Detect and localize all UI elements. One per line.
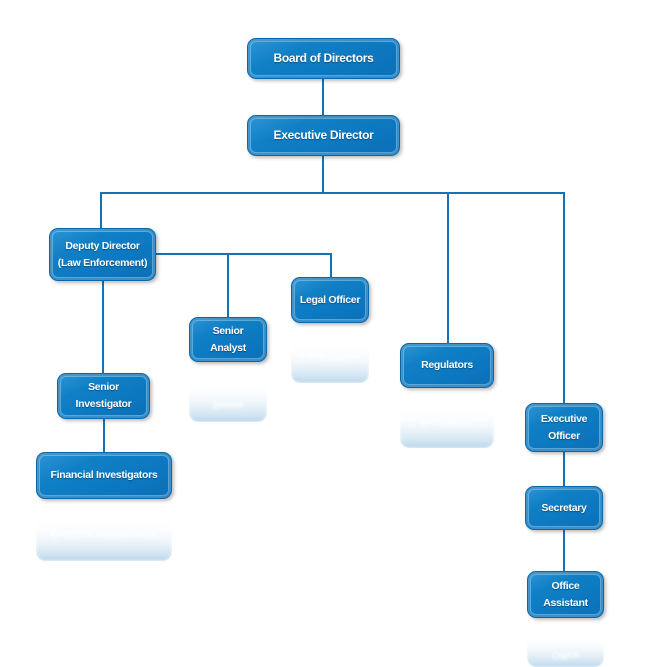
node-label: Deputy Director [65,239,140,252]
connector-to-executive-officer [563,192,565,403]
org-node-regulators: Regulators [400,343,494,388]
node-label: Senior [212,324,244,337]
org-node-secretary: Secretary [525,486,603,530]
legal-officer-reflection: Legal Officer [291,331,369,383]
connector-to-senior-analyst [227,253,229,317]
senior-analyst-reflection: Senior Analyst [189,370,267,422]
connector-level2-horizontal [100,192,565,194]
org-node-senior-investigator: Senior Investigator [57,373,150,419]
connector-to-deputy-director [100,192,102,228]
connector-executive-director-stem [322,156,324,192]
connector-board-to-executive-director [322,79,324,115]
connector-executive-officer-to-secretary [563,452,565,486]
org-node-deputy-director: Deputy Director (Law Enforcement) [49,228,156,281]
connector-deputy-to-senior-investigator [102,281,104,373]
org-node-executive-officer: Executive Officer [525,403,603,452]
connector-secretary-to-office-assistant [563,530,565,571]
node-label: Senior [88,381,119,393]
connector-senior-investigator-to-financial [103,419,105,452]
node-label: Legal Officer [299,293,361,306]
regulators-reflection: Regulators [400,396,494,448]
node-label: Executive Director [273,128,374,142]
connector-to-regulators [447,192,449,343]
financial-investigators-reflection: Financial Investigators [36,507,172,561]
node-label: Analyst [210,341,246,354]
node-label: Investigator [75,398,132,410]
node-label: Regulators [421,359,473,371]
node-label: Officer [548,429,580,442]
org-node-financial-investigators: Financial Investigators [36,452,172,499]
node-label: Executive [540,412,588,425]
org-node-senior-analyst: Senior Analyst [189,317,267,362]
connector-to-legal-officer [330,253,332,277]
node-label: Financial Investigators [50,469,158,481]
node-label: Board of Directors [273,51,374,65]
org-node-legal-officer: Legal Officer [291,277,369,323]
node-label: (Law Enforcement) [57,256,148,269]
node-label: Secretary [541,501,587,514]
node-label: Office [551,579,580,592]
org-node-executive-director: Executive Director [247,115,400,156]
connector-deputy-horizontal [156,253,332,255]
org-node-office-assistant: Office Assistant [527,571,604,618]
org-node-board-of-directors: Board of Directors [247,38,400,79]
node-label: Assistant [543,596,588,609]
office-assistant-reflection: Office Assistant [527,626,604,667]
